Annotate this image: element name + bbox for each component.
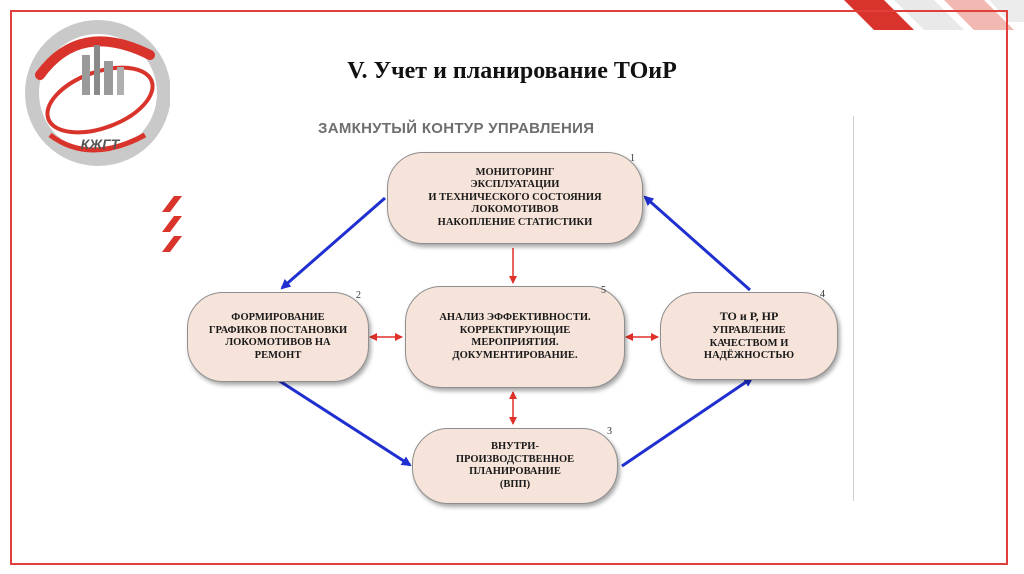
node-production-planning: ВНУТРИ- ПРОИЗВОДСТВЕННОЕ ПЛАНИРОВАНИЕ (В…: [412, 428, 618, 504]
node-number-3: 3: [607, 426, 612, 437]
slide-title: V. Учет и планирование ТОиР: [347, 58, 677, 84]
node-schedule-forming: ФОРМИРОВАНИЕ ГРАФИКОВ ПОСТАНОВКИ ЛОКОМОТ…: [187, 292, 369, 382]
node-analysis: АНАЛИЗ ЭФФЕКТИВНОСТИ. КОРРЕКТИРУЮЩИЕ МЕР…: [405, 286, 625, 388]
diagram-subtitle: ЗАМКНУТЫЙ КОНТУР УПРАВЛЕНИЯ: [318, 120, 595, 137]
separator-line: [853, 116, 854, 501]
node-4-text: УПРАВЛЕНИЕ КАЧЕСТВОМ И НАДЁЖНОСТЬЮ: [703, 325, 795, 361]
arrow-3-to-4: [621, 376, 754, 468]
node-number-1: 1: [630, 153, 635, 164]
logo-abbr: КЖГТ: [81, 136, 121, 152]
node-4-heading: ТО и Р, НР: [719, 308, 779, 323]
node-number-2: 2: [356, 290, 361, 301]
left-stripes-decoration: [162, 196, 182, 252]
node-number-5: 5: [601, 285, 606, 296]
node-monitoring: МОНИТОРИНГ ЭКСПЛУАТАЦИИ И ТЕХНИЧЕСКОГО С…: [387, 152, 643, 244]
node-quality-management: ТО и Р, НР УПРАВЛЕНИЕ КАЧЕСТВОМ И НАДЁЖН…: [660, 292, 838, 380]
arrow-4-to-1: [643, 195, 751, 292]
arrow-2-to-3: [277, 378, 412, 467]
node-number-4: 4: [820, 289, 825, 300]
college-logo: КЖГТ: [25, 20, 170, 166]
slide-frame: [10, 10, 1008, 565]
arrow-1-to-2: [280, 196, 386, 290]
